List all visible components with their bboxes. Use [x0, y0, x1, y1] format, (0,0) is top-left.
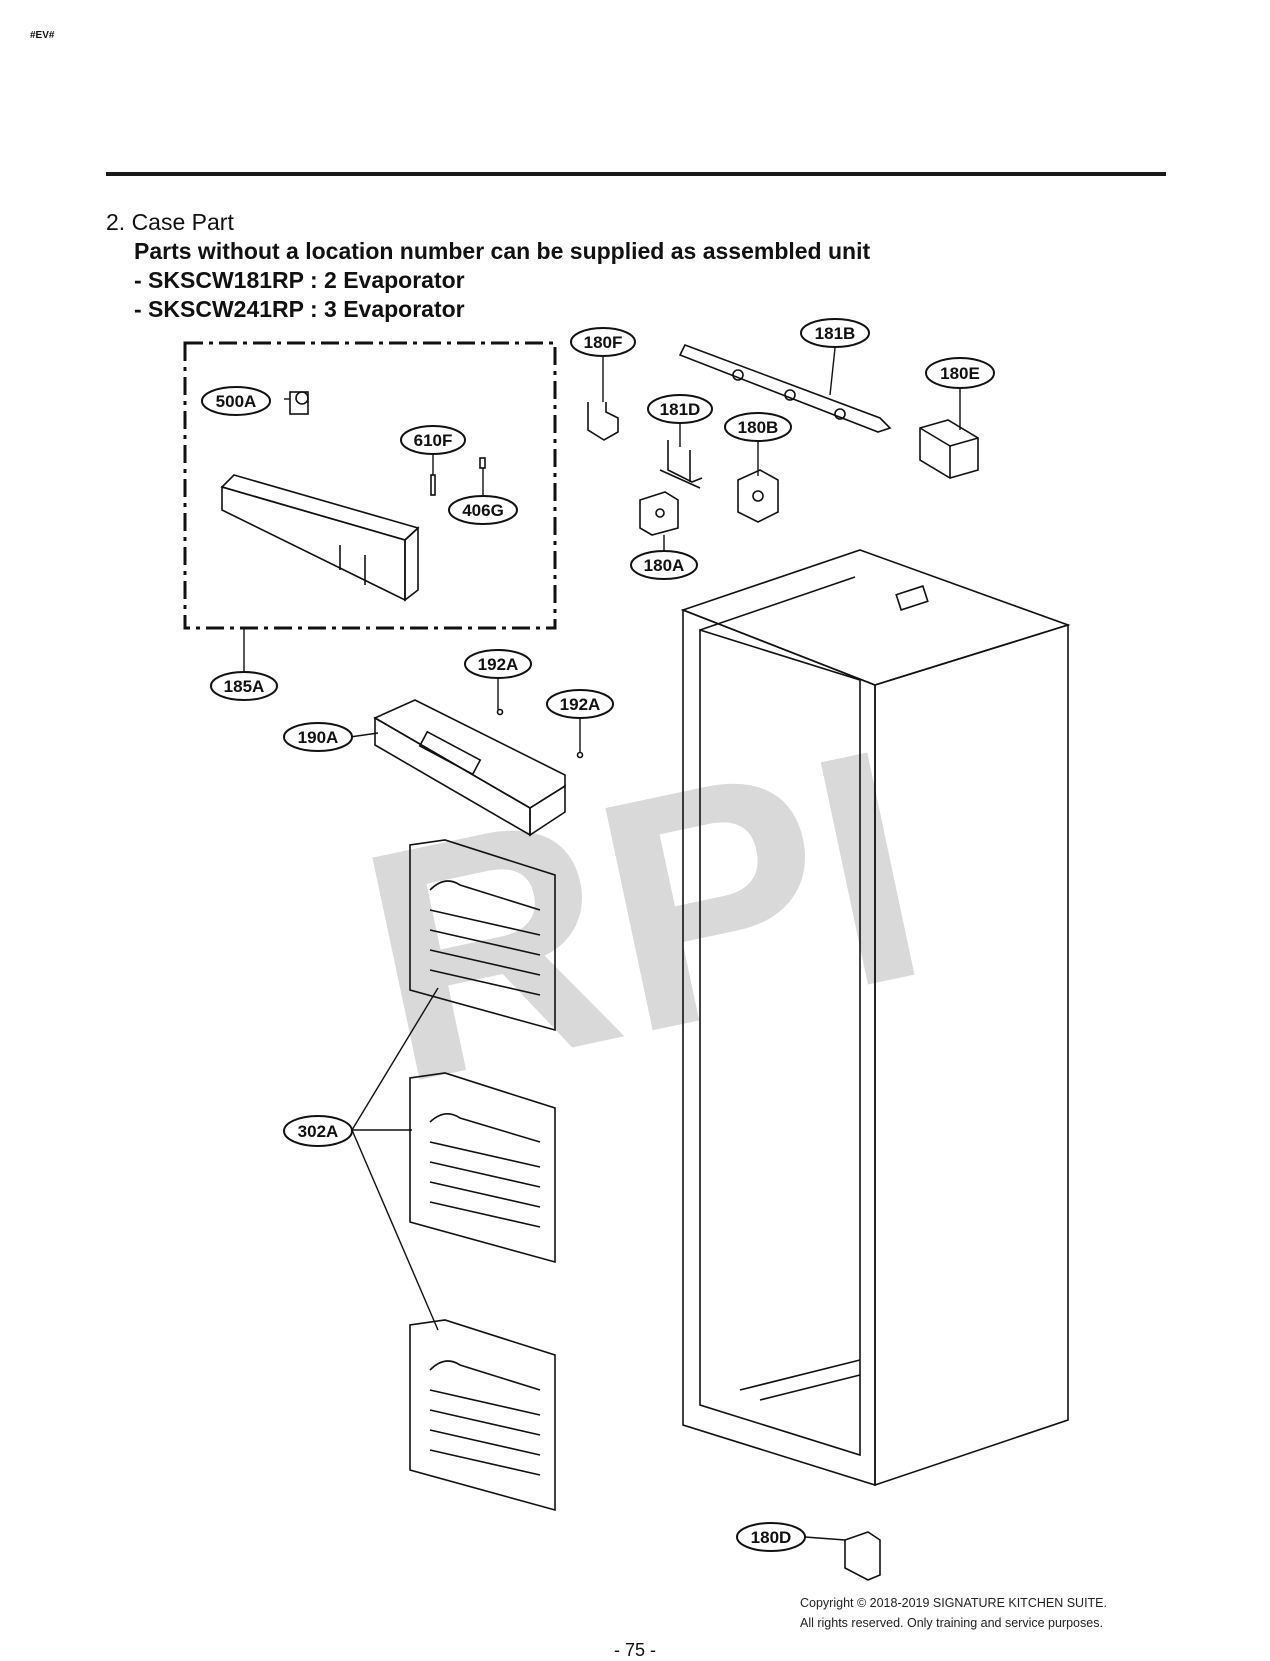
svg-text:181B: 181B — [815, 324, 856, 343]
page-number: - 75 - — [613, 1640, 656, 1660]
callout-192A-2: 192A — [546, 689, 614, 719]
part-control-housing — [220, 474, 420, 602]
part-190A — [373, 699, 566, 837]
callout-500A: 500A — [201, 386, 271, 416]
part-610F — [430, 474, 436, 496]
callout-180D: 180D — [736, 1522, 806, 1552]
callout-181B: 181B — [800, 318, 870, 348]
callout-180B: 180B — [724, 412, 792, 442]
part-500A — [289, 391, 309, 415]
svg-text:192A: 192A — [560, 695, 601, 714]
page-tag: #EV# — [30, 30, 55, 41]
svg-text:500A: 500A — [216, 392, 257, 411]
leader-lines — [243, 347, 961, 1541]
callout-302A: 302A — [283, 1115, 353, 1147]
svg-text:190A: 190A — [298, 728, 339, 747]
callout-610F: 610F — [400, 425, 466, 455]
svg-text:192A: 192A — [478, 655, 519, 674]
callout-180A: 180A — [630, 550, 698, 580]
svg-text:180F: 180F — [584, 333, 623, 352]
callout-180E: 180E — [925, 357, 995, 389]
svg-text:180E: 180E — [940, 364, 980, 383]
part-180A — [639, 491, 679, 536]
copyright-footer: Copyright © 2018-2019 SIGNATURE KITCHEN … — [800, 1593, 1107, 1633]
section-heading: 2. Case Part Parts without a location nu… — [106, 208, 870, 324]
callout-180F: 180F — [570, 327, 636, 357]
part-180F — [587, 402, 619, 441]
evaporator-plate-2 — [409, 1072, 556, 1264]
part-180B — [737, 469, 779, 523]
svg-text:302A: 302A — [298, 1122, 339, 1141]
cabinet-case — [680, 549, 1071, 1487]
svg-text:406G: 406G — [462, 501, 504, 520]
footer-line-2: All rights reserved. Only training and s… — [800, 1616, 1103, 1630]
callout-185A: 185A — [210, 671, 278, 701]
heading-line-2: - SKSCW181RP : 2 Evaporator — [134, 267, 465, 293]
svg-text:185A: 185A — [224, 677, 265, 696]
evaporator-plate-1 — [409, 839, 556, 1032]
heading-line-1: Parts without a location number can be s… — [134, 238, 871, 264]
part-181B — [678, 343, 892, 433]
footer-line-1: Copyright © 2018-2019 SIGNATURE KITCHEN … — [800, 1596, 1107, 1610]
part-406G — [479, 457, 486, 469]
part-180E — [919, 419, 979, 479]
svg-text:180B: 180B — [738, 418, 779, 437]
callout-181D: 181D — [647, 394, 713, 424]
svg-text:180A: 180A — [644, 556, 685, 575]
part-180D — [844, 1531, 881, 1581]
assembly-box-185A — [183, 341, 557, 630]
part-192A-2 — [576, 751, 584, 759]
svg-text:610F: 610F — [414, 431, 453, 450]
part-192A-1 — [496, 708, 504, 716]
header-rule — [106, 172, 1166, 176]
evaporator-plate-3 — [409, 1319, 556, 1512]
heading-line-3: - SKSCW241RP : 3 Evaporator — [134, 296, 465, 322]
part-181D — [659, 440, 703, 489]
svg-text:181D: 181D — [660, 400, 701, 419]
callout-190A: 190A — [283, 722, 353, 752]
callout-192A-1: 192A — [464, 649, 532, 679]
section-title: 2. Case Part — [106, 209, 234, 235]
svg-text:180D: 180D — [751, 1528, 792, 1547]
callout-406G: 406G — [448, 495, 518, 525]
